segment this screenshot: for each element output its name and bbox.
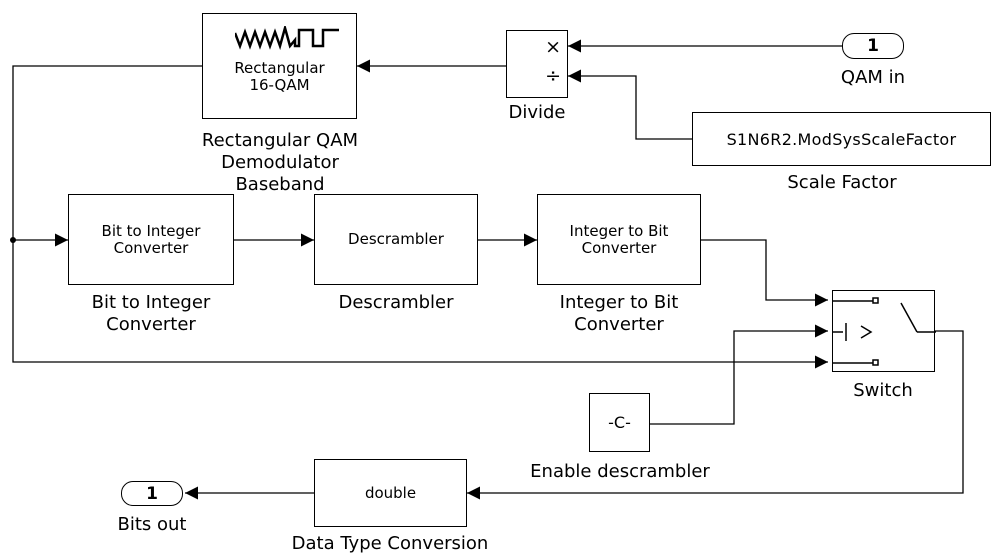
data-type-conversion-inner: double — [364, 483, 417, 502]
line-constant-to-switch — [650, 324, 828, 425]
bit-to-integer-inner: Bit to Integer Converter — [101, 221, 201, 257]
demod-caption: Rectangular QAM Demodulator Baseband — [201, 130, 359, 195]
divide-block[interactable]: × ÷ — [506, 30, 568, 98]
constant-inner: -C- — [608, 413, 631, 432]
data-type-conversion-caption: Data Type Conversion — [291, 533, 489, 554]
descrambler-caption: Descrambler — [338, 292, 454, 313]
multiply-symbol: × — [545, 36, 561, 58]
demod-inner-line1: Rectangular — [234, 59, 325, 77]
line-demod-to-branch — [12, 65, 828, 369]
qam-in-caption: QAM in — [840, 67, 906, 88]
switch-caption: Switch — [853, 380, 913, 401]
line-scale-to-divide — [568, 69, 692, 140]
switch-icon — [833, 297, 936, 366]
scale-factor-value: S1N6R2.ModSysScaleFactor — [726, 129, 957, 149]
constant-caption: Enable descrambler — [530, 461, 710, 482]
bit-to-integer-caption: Bit to Integer Converter — [91, 292, 211, 335]
data-type-conversion-block[interactable]: double — [314, 459, 467, 527]
scale-factor-caption: Scale Factor — [787, 172, 897, 193]
bits-out-caption: Bits out — [117, 514, 187, 535]
integer-to-bit-inner: Integer to Bit Converter — [569, 221, 669, 257]
bit-to-integer-block[interactable]: Bit to Integer Converter — [68, 194, 234, 285]
integer-to-bit-block[interactable]: Integer to Bit Converter — [537, 194, 701, 285]
bits-out-port-number: 1 — [146, 483, 158, 504]
qam-in-port-number: 1 — [867, 36, 879, 56]
line-switch-to-dtc — [467, 330, 964, 500]
demod-inner-line2: 16-QAM — [249, 76, 310, 94]
scale-factor-block[interactable]: S1N6R2.ModSysScaleFactor — [692, 112, 991, 166]
branch-point — [10, 237, 16, 243]
waveform-icon — [235, 26, 339, 50]
switch-block[interactable] — [832, 290, 936, 372]
demod-block[interactable]: Rectangular 16-QAM — [202, 13, 357, 119]
descrambler-inner: Descrambler — [348, 230, 444, 248]
integer-to-bit-caption: Integer to Bit Converter — [559, 292, 679, 335]
constant-block[interactable]: -C- — [589, 393, 650, 452]
divide-symbol: ÷ — [545, 65, 561, 87]
qam-in-port[interactable]: 1 — [842, 33, 904, 59]
divide-caption: Divide — [508, 102, 566, 123]
line-int2bit-to-switch — [701, 239, 828, 307]
bits-out-port[interactable]: 1 — [121, 481, 183, 506]
descrambler-block[interactable]: Descrambler — [314, 194, 478, 285]
